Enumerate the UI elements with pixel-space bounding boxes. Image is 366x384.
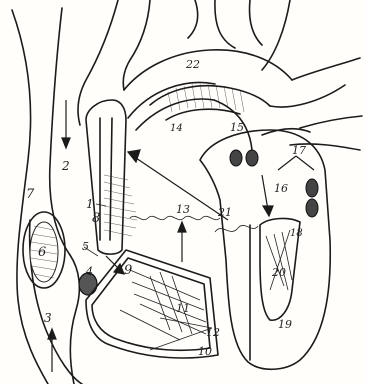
great-vessels xyxy=(78,0,362,150)
label-14: 14 xyxy=(170,123,183,134)
aortic-valve xyxy=(166,109,240,120)
pulmonary-trunk xyxy=(128,82,252,150)
label-1: 1 xyxy=(86,197,94,211)
vena-cava-outline xyxy=(12,8,82,384)
right-atrium xyxy=(86,100,137,254)
label-3: 3 xyxy=(44,311,52,325)
label-16: 16 xyxy=(274,182,288,195)
label-19: 19 xyxy=(278,318,292,331)
label-18: 18 xyxy=(290,228,303,239)
label-4: 4 xyxy=(85,265,93,278)
label-15: 15 xyxy=(230,121,244,134)
label-10: 10 xyxy=(198,345,212,358)
right-ventricle xyxy=(86,250,218,358)
label-17: 17 xyxy=(292,144,306,157)
tricuspid-chordae xyxy=(130,216,220,219)
label-11: 11 xyxy=(176,302,190,315)
label-9: 9 xyxy=(124,263,132,278)
label-8: 8 xyxy=(92,211,100,226)
label-2: 2 xyxy=(61,159,70,173)
label-22: 22 xyxy=(185,58,200,71)
label-5: 5 xyxy=(82,240,89,253)
label-21: 21 xyxy=(217,206,232,219)
label-6: 6 xyxy=(38,245,46,260)
label-7: 7 xyxy=(26,187,35,202)
mitral-chordae xyxy=(215,225,258,232)
label-12: 12 xyxy=(206,326,220,339)
label-13: 13 xyxy=(176,203,190,216)
label-20: 20 xyxy=(271,266,286,279)
